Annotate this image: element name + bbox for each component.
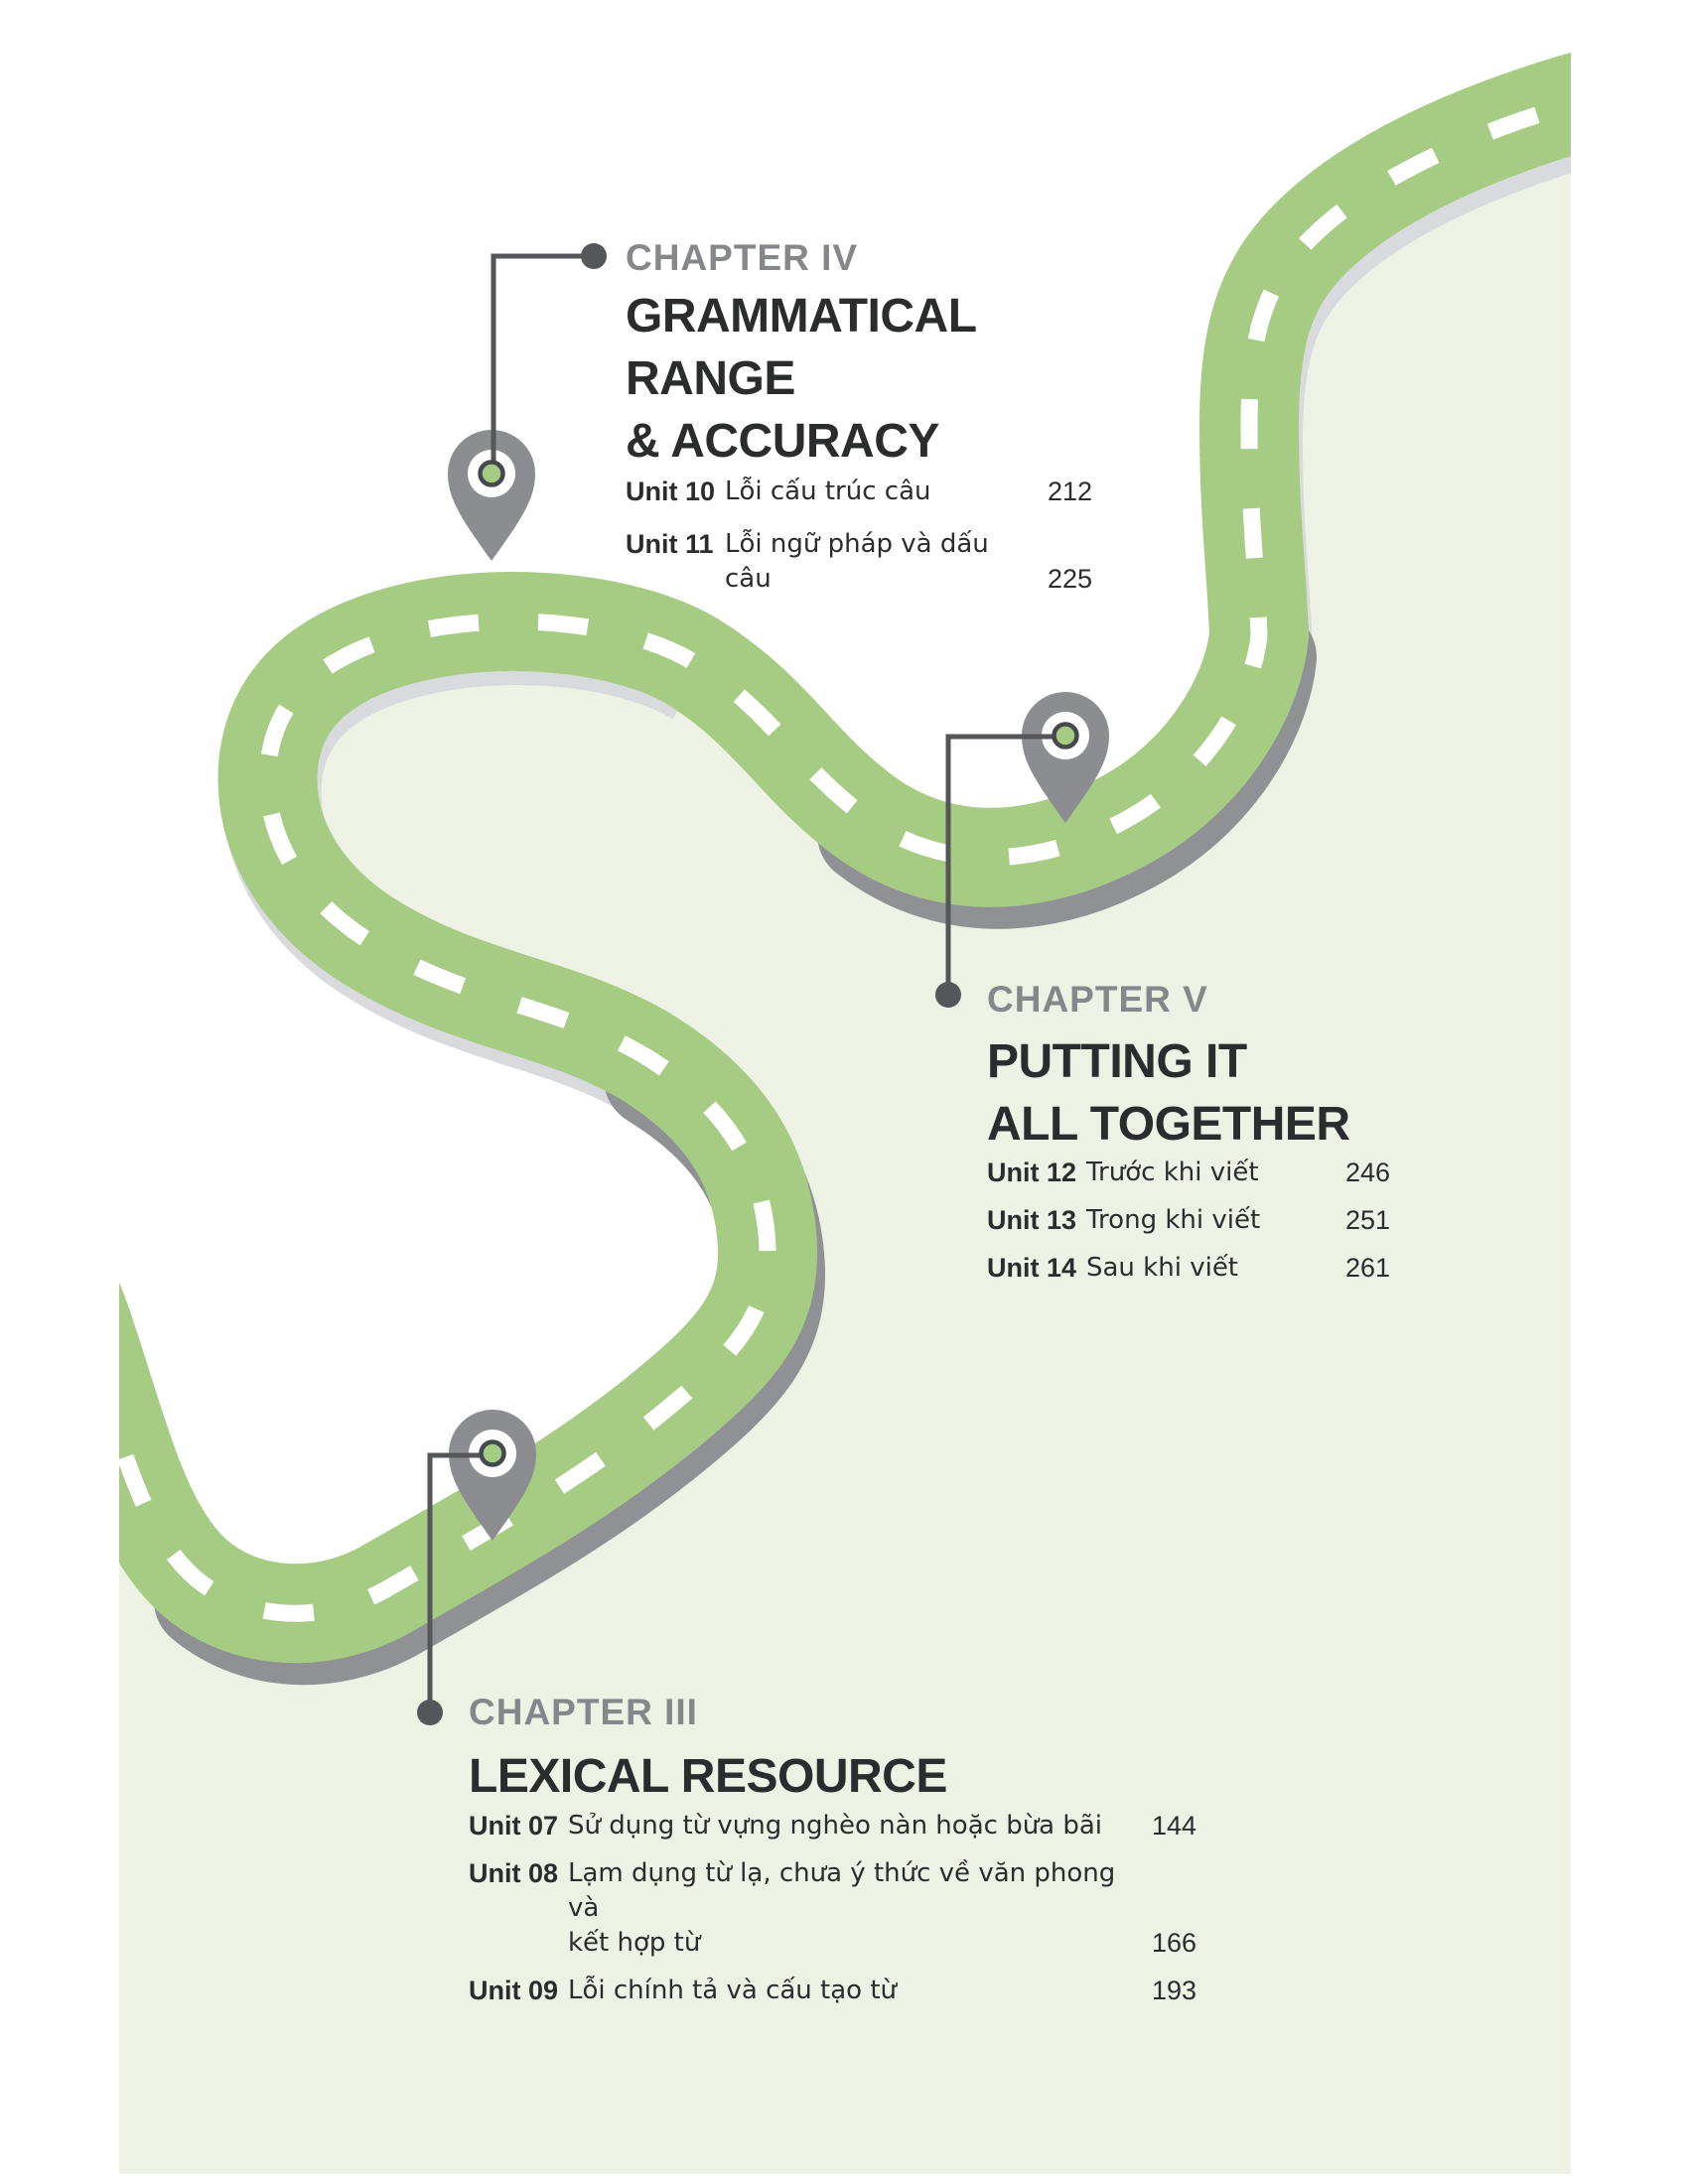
connector-dot-chapter-4 <box>581 243 607 269</box>
toc-unit-row: Unit 14 Sau khi viết 261 <box>987 1251 1390 1286</box>
unit-title: Lỗi cấu trúc câu <box>725 475 1023 509</box>
toc-unit-row: Unit 12 Trước khi viết 246 <box>987 1156 1390 1190</box>
unit-title-line1: Lỗi cấu trúc câu <box>725 477 931 506</box>
chapter-title-line2: ALL TOGETHER <box>987 1098 1350 1151</box>
chapter-section-4: CHAPTER IV GRAMMATICAL RANGE & ACCURACY … <box>626 236 1092 614</box>
unit-page-number: 144 <box>1151 1811 1196 1841</box>
unit-number: Unit 14 <box>987 1253 1077 1283</box>
unit-page-number: 166 <box>1151 1928 1196 1958</box>
unit-title: Lạm dụng từ lạ, chưa ý thức về văn phong… <box>568 1856 1127 1961</box>
chapter-label: CHAPTER V <box>987 979 1208 1020</box>
unit-title-line2: kết hợp từ <box>568 1928 701 1958</box>
unit-number: Unit 12 <box>987 1158 1077 1187</box>
unit-title-line1: Lỗi ngữ pháp và dấu câu <box>725 529 989 594</box>
chapter-section-3: CHAPTER III LEXICAL RESOURCE Unit 07 Sử … <box>469 1691 1196 2021</box>
unit-title-line1: Sau khi viết <box>1086 1253 1239 1283</box>
unit-title-line1: Trước khi viết <box>1086 1158 1259 1187</box>
unit-number: Unit 10 <box>626 477 716 506</box>
pin-dot-chapter-5 <box>1052 722 1079 750</box>
unit-list: Unit 07 Sử dụng từ vựng nghèo nàn hoặc b… <box>469 1809 1196 2008</box>
chapter-title: PUTTING IT ALL TOGETHER <box>987 1030 1390 1156</box>
connector-chapter-5 <box>945 734 1065 994</box>
unit-title: Trước khi viết <box>1086 1156 1321 1190</box>
chapter-title: LEXICAL RESOURCE <box>469 1745 1196 1808</box>
chapter-title-line2: & ACCURACY <box>626 415 939 468</box>
unit-page-number: 246 <box>1344 1158 1390 1187</box>
unit-page-number: 261 <box>1344 1253 1390 1283</box>
chapter-label: CHAPTER III <box>469 1692 698 1732</box>
unit-number: Unit 08 <box>469 1858 559 1888</box>
chapter-label: CHAPTER IV <box>626 237 859 278</box>
toc-unit-row: Unit 09 Lỗi chính tả và cấu tạo từ 193 <box>469 1974 1196 2008</box>
unit-title: Trong khi viết <box>1086 1203 1321 1238</box>
unit-title: Lỗi ngữ pháp và dấu câu <box>725 527 1023 597</box>
pin-dot-chapter-4 <box>478 460 505 487</box>
chapter-title-line1: GRAMMATICAL RANGE <box>626 290 976 405</box>
unit-title-line1: Trong khi viết <box>1086 1205 1261 1235</box>
unit-title-line1: Lỗi chính tả và cấu tạo từ <box>568 1976 898 2005</box>
unit-title-line1: Sử dụng từ vựng nghèo nàn hoặc bừa bãi <box>568 1811 1103 1841</box>
unit-page-number: 212 <box>1047 477 1092 506</box>
pin-dots <box>478 460 1079 1467</box>
unit-list: Unit 12 Trước khi viết 246 Unit 13 Trong… <box>987 1156 1390 1286</box>
background-tint-region <box>119 104 1571 2174</box>
connector-dot-chapter-5 <box>935 982 961 1008</box>
toc-unit-row: Unit 08 Lạm dụng từ lạ, chưa ý thức về v… <box>469 1856 1196 1961</box>
chapter-title-line1: PUTTING IT <box>987 1035 1247 1088</box>
connector-chapter-3 <box>427 1452 492 1711</box>
toc-unit-row: Unit 07 Sử dụng từ vựng nghèo nàn hoặc b… <box>469 1809 1196 1843</box>
unit-title: Sử dụng từ vựng nghèo nàn hoặc bừa bãi <box>568 1809 1127 1843</box>
unit-number: Unit 11 <box>626 529 714 559</box>
toc-unit-row: Unit 11 Lỗi ngữ pháp và dấu câu 225 <box>626 527 1092 597</box>
connector-dots <box>417 243 961 1725</box>
connector-dot-chapter-3 <box>417 1700 443 1725</box>
unit-page-number: 225 <box>1047 564 1092 594</box>
toc-unit-row: Unit 13 Trong khi viết 251 <box>987 1203 1390 1238</box>
unit-list: Unit 10 Lỗi cấu trúc câu 212 Unit 11 Lỗi… <box>626 475 1092 597</box>
unit-title: Lỗi chính tả và cấu tạo từ <box>568 1974 1127 2008</box>
chapter-title: GRAMMATICAL RANGE & ACCURACY <box>626 285 1092 473</box>
unit-page-number: 193 <box>1151 1976 1196 2005</box>
unit-title-line1: Lạm dụng từ lạ, chưa ý thức về văn phong… <box>568 1858 1116 1923</box>
unit-number: Unit 09 <box>469 1976 559 2005</box>
unit-page-number: 251 <box>1344 1205 1390 1235</box>
road-center-line <box>119 95 1571 1622</box>
unit-number: Unit 13 <box>987 1205 1077 1235</box>
unit-number: Unit 07 <box>469 1811 559 1841</box>
unit-title: Sau khi viết <box>1086 1251 1321 1286</box>
chapter-title-line1: LEXICAL RESOURCE <box>469 1750 947 1803</box>
toc-unit-row: Unit 10 Lỗi cấu trúc câu 212 <box>626 475 1092 509</box>
chapter-section-5: CHAPTER V PUTTING IT ALL TOGETHER Unit 1… <box>987 978 1390 1298</box>
pin-dot-chapter-3 <box>479 1439 506 1467</box>
